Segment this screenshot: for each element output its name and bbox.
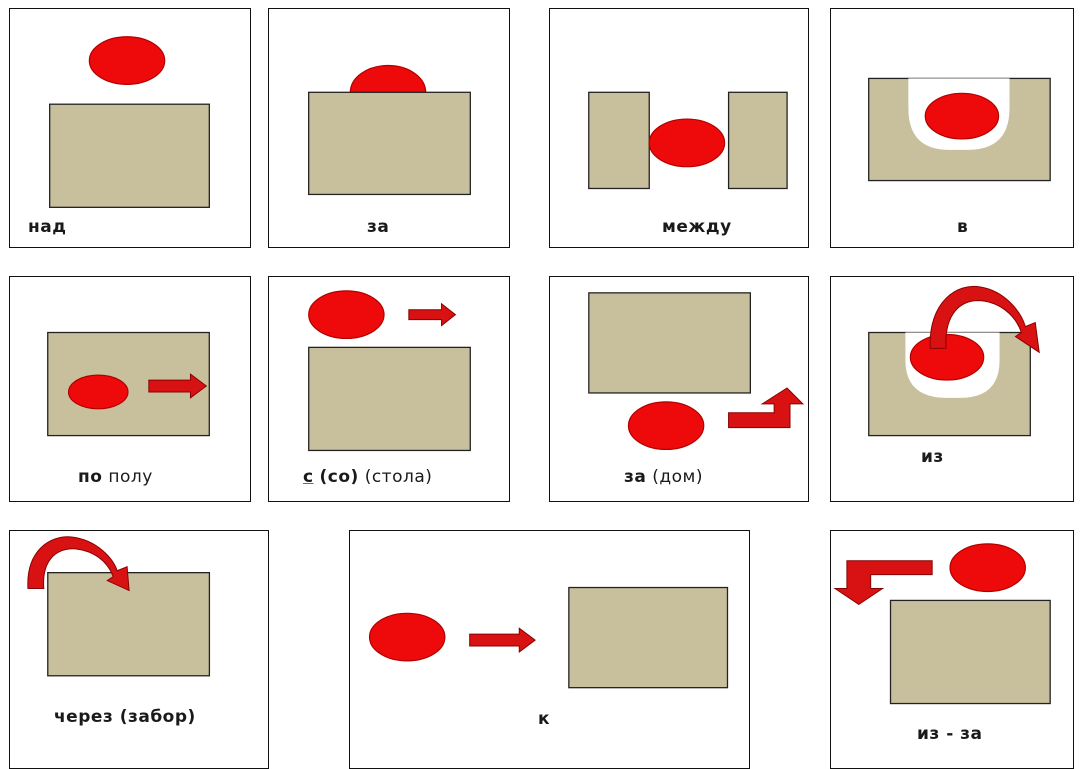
card-po-polu: по полу: [9, 276, 251, 502]
card-s-stola: с (со) (стола): [268, 276, 510, 502]
label-so: (со): [319, 467, 359, 487]
card-v: в: [830, 8, 1074, 248]
cherez-illustration: [27, 536, 211, 677]
label-nad: над: [28, 217, 67, 237]
label-za-dom: за (дом): [624, 467, 703, 487]
ball: [308, 290, 385, 340]
box: [568, 586, 729, 689]
box: [308, 346, 471, 452]
arrow-right-icon: [408, 302, 457, 327]
label-za: за: [367, 217, 390, 237]
ball: [67, 374, 129, 410]
arrow-right-icon: [148, 373, 208, 399]
ball: [949, 543, 1026, 593]
label-iz-za: из - за: [917, 724, 983, 744]
label-s: с: [303, 467, 314, 487]
label-s-stola: с (со) (стола): [303, 467, 432, 487]
label-v: в: [957, 217, 969, 237]
label-polu: полу: [108, 467, 153, 487]
card-za-dom: за (дом): [549, 276, 809, 502]
za-illustration: [308, 64, 471, 196]
right-box: [727, 91, 788, 190]
curved-arrow-icon: [929, 285, 1040, 354]
left-box: [588, 91, 650, 190]
label-za-word: за: [624, 467, 647, 487]
v-illustration: [868, 77, 1051, 182]
label-dom: (дом): [652, 467, 704, 487]
arrow-right-icon: [469, 627, 536, 653]
label-mezhdu: между: [662, 217, 732, 237]
card-cherez: через (забор): [9, 530, 269, 769]
curved-arrow-icon: [27, 536, 130, 592]
ball: [368, 612, 446, 662]
box: [49, 103, 210, 208]
arrow-down-left-icon: [833, 560, 933, 605]
mezhdu-illustration: [588, 91, 788, 190]
label-iz: из: [921, 447, 944, 467]
ball: [88, 36, 166, 85]
ball: [924, 92, 1000, 140]
card-k: к: [349, 530, 750, 769]
card-nad: над: [9, 8, 251, 248]
label-k: к: [538, 709, 551, 729]
arrow-up-right-icon: [728, 387, 805, 429]
ball: [648, 118, 726, 168]
label-po: по: [78, 467, 103, 487]
ball: [627, 401, 705, 451]
card-iz-za: из - за: [830, 530, 1074, 769]
nad-illustration: [49, 36, 210, 208]
box: [889, 599, 1051, 705]
label-cherez: через (забор): [54, 707, 196, 727]
po-polu-illustration: [47, 331, 210, 437]
card-iz: из: [830, 276, 1074, 502]
k-illustration: [368, 586, 729, 689]
iz-illustration: [868, 285, 1040, 437]
label-po-polu: по полу: [78, 467, 153, 487]
box: [308, 91, 471, 196]
ball: [909, 333, 985, 381]
card-mezhdu: между: [549, 8, 809, 248]
card-za: за: [268, 8, 510, 248]
label-stola: (стола): [364, 467, 433, 487]
s-stola-illustration: [308, 290, 471, 452]
box: [588, 292, 752, 394]
iz-za-illustration: [833, 543, 1051, 705]
za-dom-illustration: [588, 292, 805, 451]
